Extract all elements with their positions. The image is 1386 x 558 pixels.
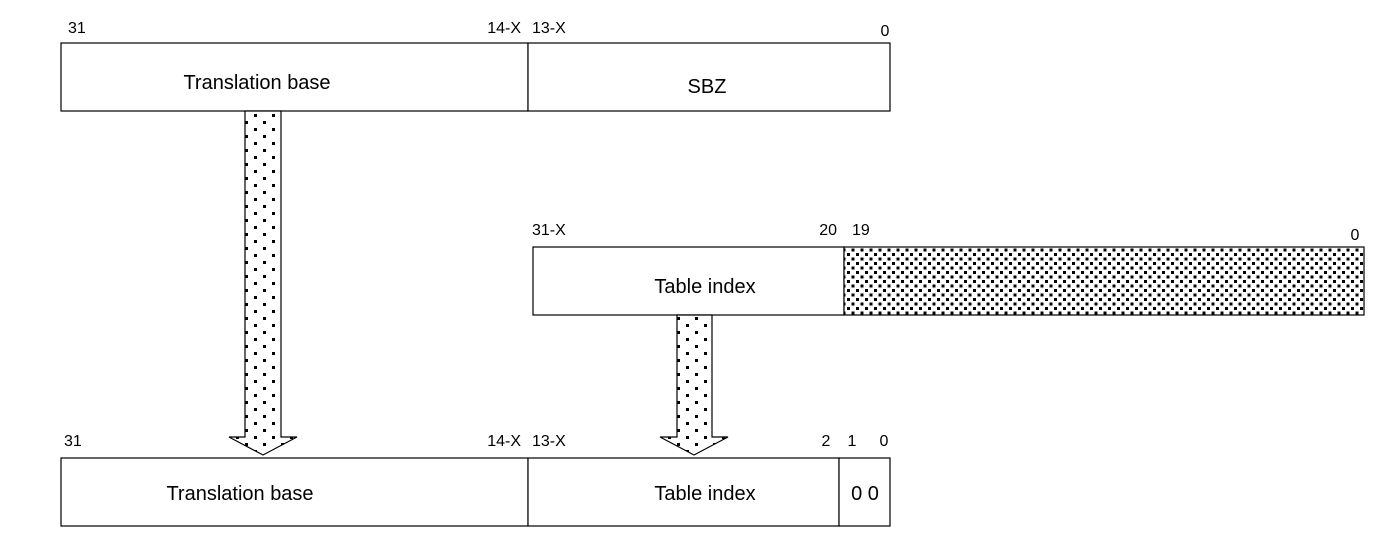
field-sbz — [527, 42, 891, 112]
field-zero-bits — [838, 457, 891, 527]
field-label-zero-bits: 0 0 — [851, 483, 879, 505]
bit-label-bottom-index-low: 2 — [822, 433, 831, 450]
bit-label-top-lsb: 0 — [881, 23, 890, 40]
field-translation-base-top — [60, 42, 529, 112]
field-label-table-index-middle: Table index — [654, 276, 755, 298]
bit-label-middle-msb: 31-X — [532, 222, 566, 239]
bit-label-middle-lsb: 0 — [1351, 227, 1360, 244]
arrow-table-index — [659, 314, 729, 456]
bit-label-top-split-high: 14-X — [487, 20, 521, 37]
bit-label-bottom-split-low: 13-X — [532, 433, 566, 450]
bit-label-top-msb: 31 — [68, 20, 86, 37]
field-translation-base-bottom — [60, 457, 529, 527]
bit-label-bottom-split-high: 14-X — [487, 433, 521, 450]
register-top: 31 14-X 13-X 0 Translation base SBZ — [60, 20, 891, 112]
field-label-translation-base-top: Translation base — [183, 72, 330, 94]
bit-label-bottom-bit0: 0 — [880, 433, 889, 450]
arrow-translation-base — [228, 110, 298, 456]
field-label-sbz: SBZ — [688, 76, 727, 98]
field-table-index-bottom — [527, 457, 840, 527]
field-table-index-middle — [532, 246, 845, 316]
bit-label-bottom-msb: 31 — [64, 433, 82, 450]
bit-label-middle-split-low: 19 — [852, 222, 870, 239]
field-label-translation-base-bottom: Translation base — [166, 483, 313, 505]
register-middle: 31-X 20 19 0 Table index — [532, 222, 1365, 316]
bit-label-middle-split-high: 20 — [819, 222, 837, 239]
field-label-table-index-bottom: Table index — [654, 483, 755, 505]
field-ignored-dotted — [843, 246, 1365, 316]
bit-label-top-split-low: 13-X — [532, 20, 566, 37]
register-bottom: 31 14-X 13-X 2 1 0 Translation base Tabl… — [60, 433, 891, 527]
bit-label-bottom-bit1: 1 — [848, 433, 857, 450]
